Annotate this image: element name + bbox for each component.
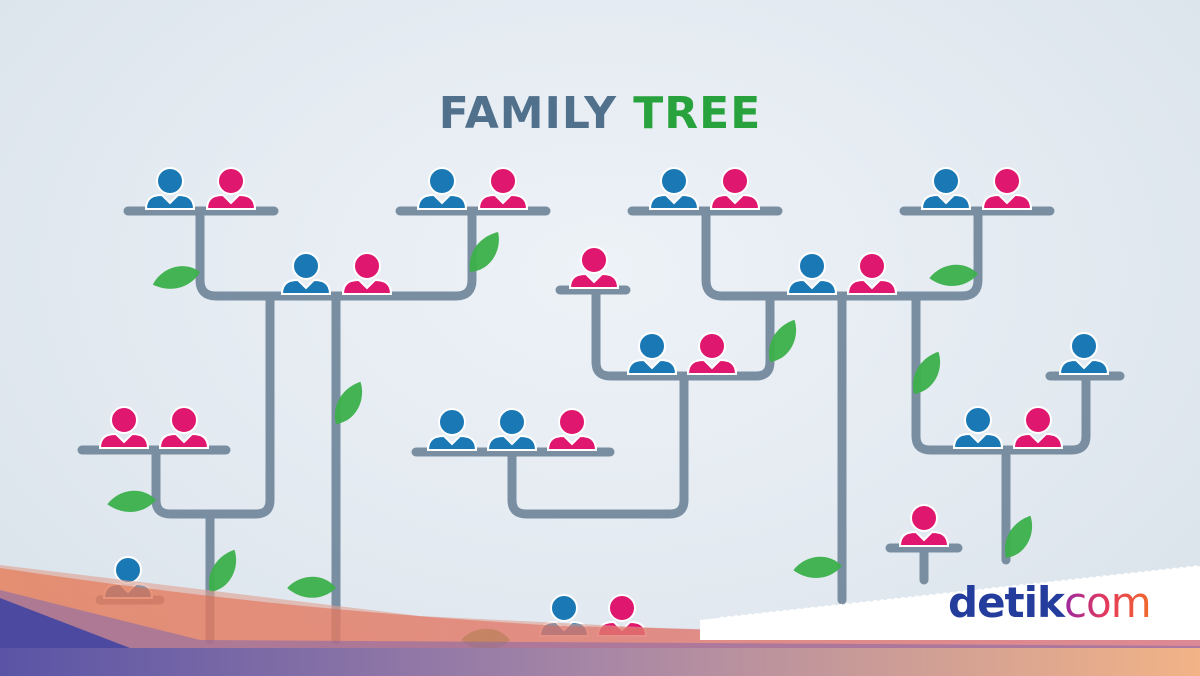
female-person-icon [847,252,897,295]
female-person-icon [99,406,149,449]
male-person-icon [787,252,837,295]
male-person-icon [627,332,677,375]
page-title: FAMILY TREE [0,88,1200,139]
leaf-icon [152,257,201,299]
male-person-icon [1059,332,1109,375]
logo-part-com: com [1063,578,1152,627]
title-part-tree: TREE [633,88,762,139]
male-person-icon [953,406,1003,449]
leaf-icon [460,231,509,274]
leaf-icon [994,515,1043,560]
male-person-icon [649,167,699,210]
female-person-icon [982,167,1032,210]
leaf-icon [107,478,157,525]
female-person-icon [899,504,949,547]
female-person-icon [710,167,760,210]
female-person-icon [547,408,597,451]
female-person-icon [159,406,209,449]
detikcom-logo: detikcom [948,578,1152,627]
male-person-icon [487,408,537,451]
male-person-icon [427,408,477,451]
male-person-icon [145,167,195,210]
male-person-icon [417,167,467,210]
female-person-icon [1013,406,1063,449]
female-person-icon [342,252,392,295]
logo-part-detik: detik [948,578,1065,627]
female-person-icon [687,332,737,375]
bottom-wave-decoration [0,565,1200,676]
leaf-icon [902,351,951,396]
leaf-icon [324,381,373,426]
title-part-family: FAMILY [438,88,617,139]
leaf-icon [793,544,843,591]
leaf-icon [198,549,247,594]
female-person-icon [478,167,528,210]
people [99,167,1109,637]
male-person-icon [281,252,331,295]
female-person-icon [206,167,256,210]
leaf-icon [758,319,807,364]
male-person-icon [921,167,971,210]
branch-lines [77,206,1125,645]
female-person-icon [569,246,619,289]
